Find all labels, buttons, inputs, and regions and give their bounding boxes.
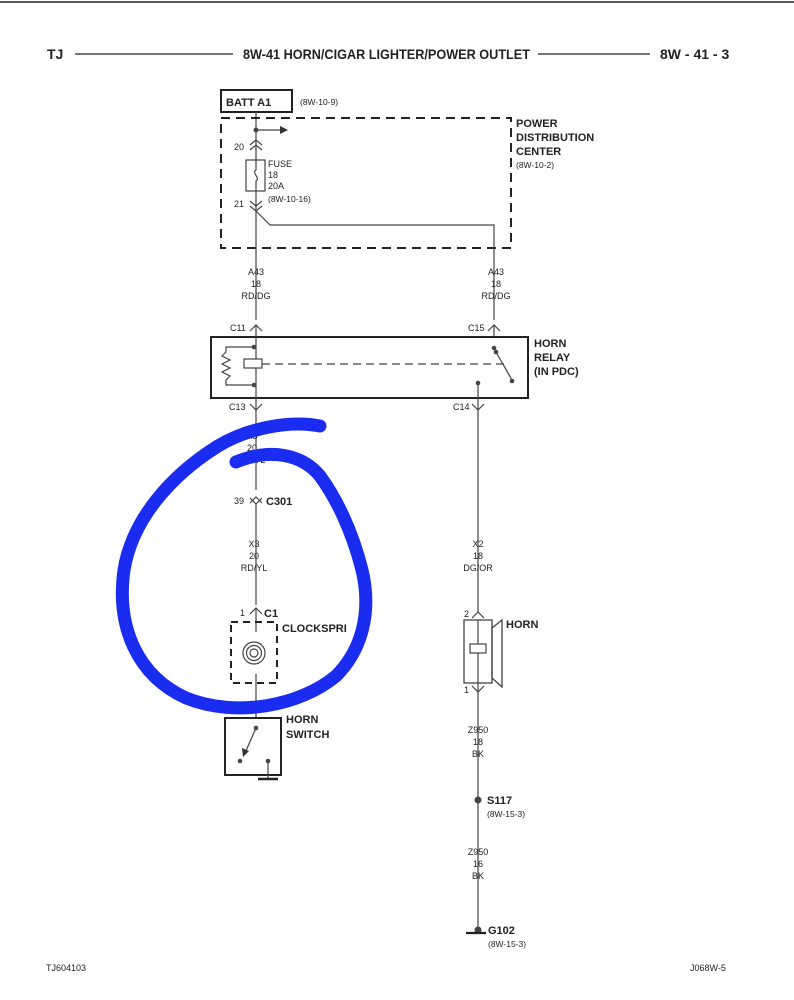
ground-g102-dot	[474, 926, 482, 934]
horn-switch-contact-left	[237, 758, 243, 764]
bus-arrow-head	[280, 126, 288, 134]
horn-pin-bottom: 1	[464, 685, 469, 695]
pdc-label-2: DISTRIBUTION	[516, 132, 594, 144]
relay-c14-connector	[471, 403, 485, 411]
ground-ref: (8W-15-3)	[488, 939, 526, 949]
fuse-pin-bottom: 21	[234, 199, 244, 209]
fuse-number: 18	[268, 170, 278, 180]
relay-resistor	[220, 346, 254, 386]
x3-lower-gauge: 20	[249, 551, 259, 561]
x3-lower-circuit: X3	[248, 539, 259, 549]
relay-switch-pivot-top	[491, 345, 497, 351]
horn-switch-arrow	[242, 748, 249, 757]
a43-right-color: RD/DG	[482, 291, 511, 301]
blue-circle-annotation	[115, 417, 373, 715]
relay-switch-arm	[495, 351, 513, 381]
relay-pin-c13: C13	[229, 402, 246, 412]
horn-coil	[469, 643, 487, 654]
ground-label: G102	[488, 925, 515, 937]
fuse-rating: 20A	[268, 181, 284, 191]
z950-upper-gauge: 18	[473, 737, 483, 747]
horn-switch-box	[224, 717, 282, 776]
splice-label: S117	[487, 795, 512, 807]
footer-left: TJ604103	[46, 963, 86, 973]
x2-gauge: 18	[473, 551, 483, 561]
c301-label: C301	[266, 496, 292, 508]
a43-left-gauge: 18	[251, 279, 261, 289]
horn-switch-arm	[244, 727, 257, 754]
footer-right: J068W-5	[690, 963, 726, 973]
relay-coil	[243, 358, 263, 369]
horn-switch-label-2: SWITCH	[286, 729, 329, 741]
z950-lower-circuit: Z950	[468, 847, 489, 857]
horn-relay-box	[210, 336, 529, 399]
battery-label: BATT A1	[226, 97, 271, 109]
x3-lower-color: RD/YL	[241, 563, 268, 573]
header-page-number: 8W - 41 - 3	[660, 46, 729, 62]
clockspring-box	[230, 621, 278, 684]
horn-pin-top: 2	[464, 609, 469, 619]
a43-branch-wire	[255, 210, 495, 320]
fuse-pin20-connector	[249, 139, 263, 151]
relay-pin-c15: C15	[468, 323, 485, 333]
relay-pin-c11: C11	[230, 323, 246, 333]
relay-c13-connector	[249, 403, 263, 411]
x2-color: DG/OR	[463, 563, 493, 573]
a43-right-circuit: A43	[488, 267, 504, 277]
horn-pin2-connector	[471, 611, 485, 619]
relay-label-3: (IN PDC)	[534, 366, 579, 378]
fuse-label: FUSE	[268, 159, 292, 169]
pdc-label-3: CENTER	[516, 146, 561, 158]
x2-circuit: X2	[472, 539, 483, 549]
c301-pin: 39	[234, 496, 244, 506]
fuse-element	[253, 160, 259, 191]
clockspring-coil-outer	[242, 641, 266, 665]
header-left: TJ	[47, 46, 63, 62]
z950-lower-gauge: 16	[473, 859, 483, 869]
z950-lower-color: BK	[472, 871, 484, 881]
clockspring-coil-inner	[249, 648, 259, 658]
z950-upper-circuit: Z950	[468, 725, 489, 735]
clockspring-coil-middle	[245, 644, 263, 662]
pdc-label-1: POWER	[516, 118, 558, 130]
relay-pin-c14: C14	[453, 402, 470, 412]
a43-right-gauge: 18	[491, 279, 501, 289]
relay-switch-tip	[509, 378, 515, 384]
a43-left-color: RD/DG	[242, 291, 271, 301]
splice-ref: (8W-15-3)	[487, 809, 525, 819]
battery-ref: (8W-10-9)	[300, 97, 338, 107]
horn-switch-label-1: HORN	[286, 714, 318, 726]
splice-s117-dot	[474, 796, 482, 804]
pdc-ref: (8W-10-2)	[516, 160, 554, 170]
fuse-ref: (8W-10-16)	[268, 194, 311, 204]
relay-label-1: HORN	[534, 338, 566, 350]
a43-left-circuit: A43	[248, 267, 264, 277]
fuse-pin-top: 20	[234, 142, 244, 152]
relay-label-2: RELAY	[534, 352, 571, 364]
x3-upper-gauge: 20	[247, 443, 257, 453]
horn-label: HORN	[506, 619, 538, 631]
header-title: 8W-41 HORN/CIGAR LIGHTER/POWER OUTLET	[243, 46, 530, 62]
horn-bell-icon	[491, 618, 503, 689]
z950-upper-color: BK	[472, 749, 484, 759]
c301-connector	[249, 496, 263, 505]
c1-pin: 1	[240, 608, 245, 618]
c1-label: C1	[264, 608, 278, 620]
clockspring-label: CLOCKSPRI	[282, 623, 347, 635]
